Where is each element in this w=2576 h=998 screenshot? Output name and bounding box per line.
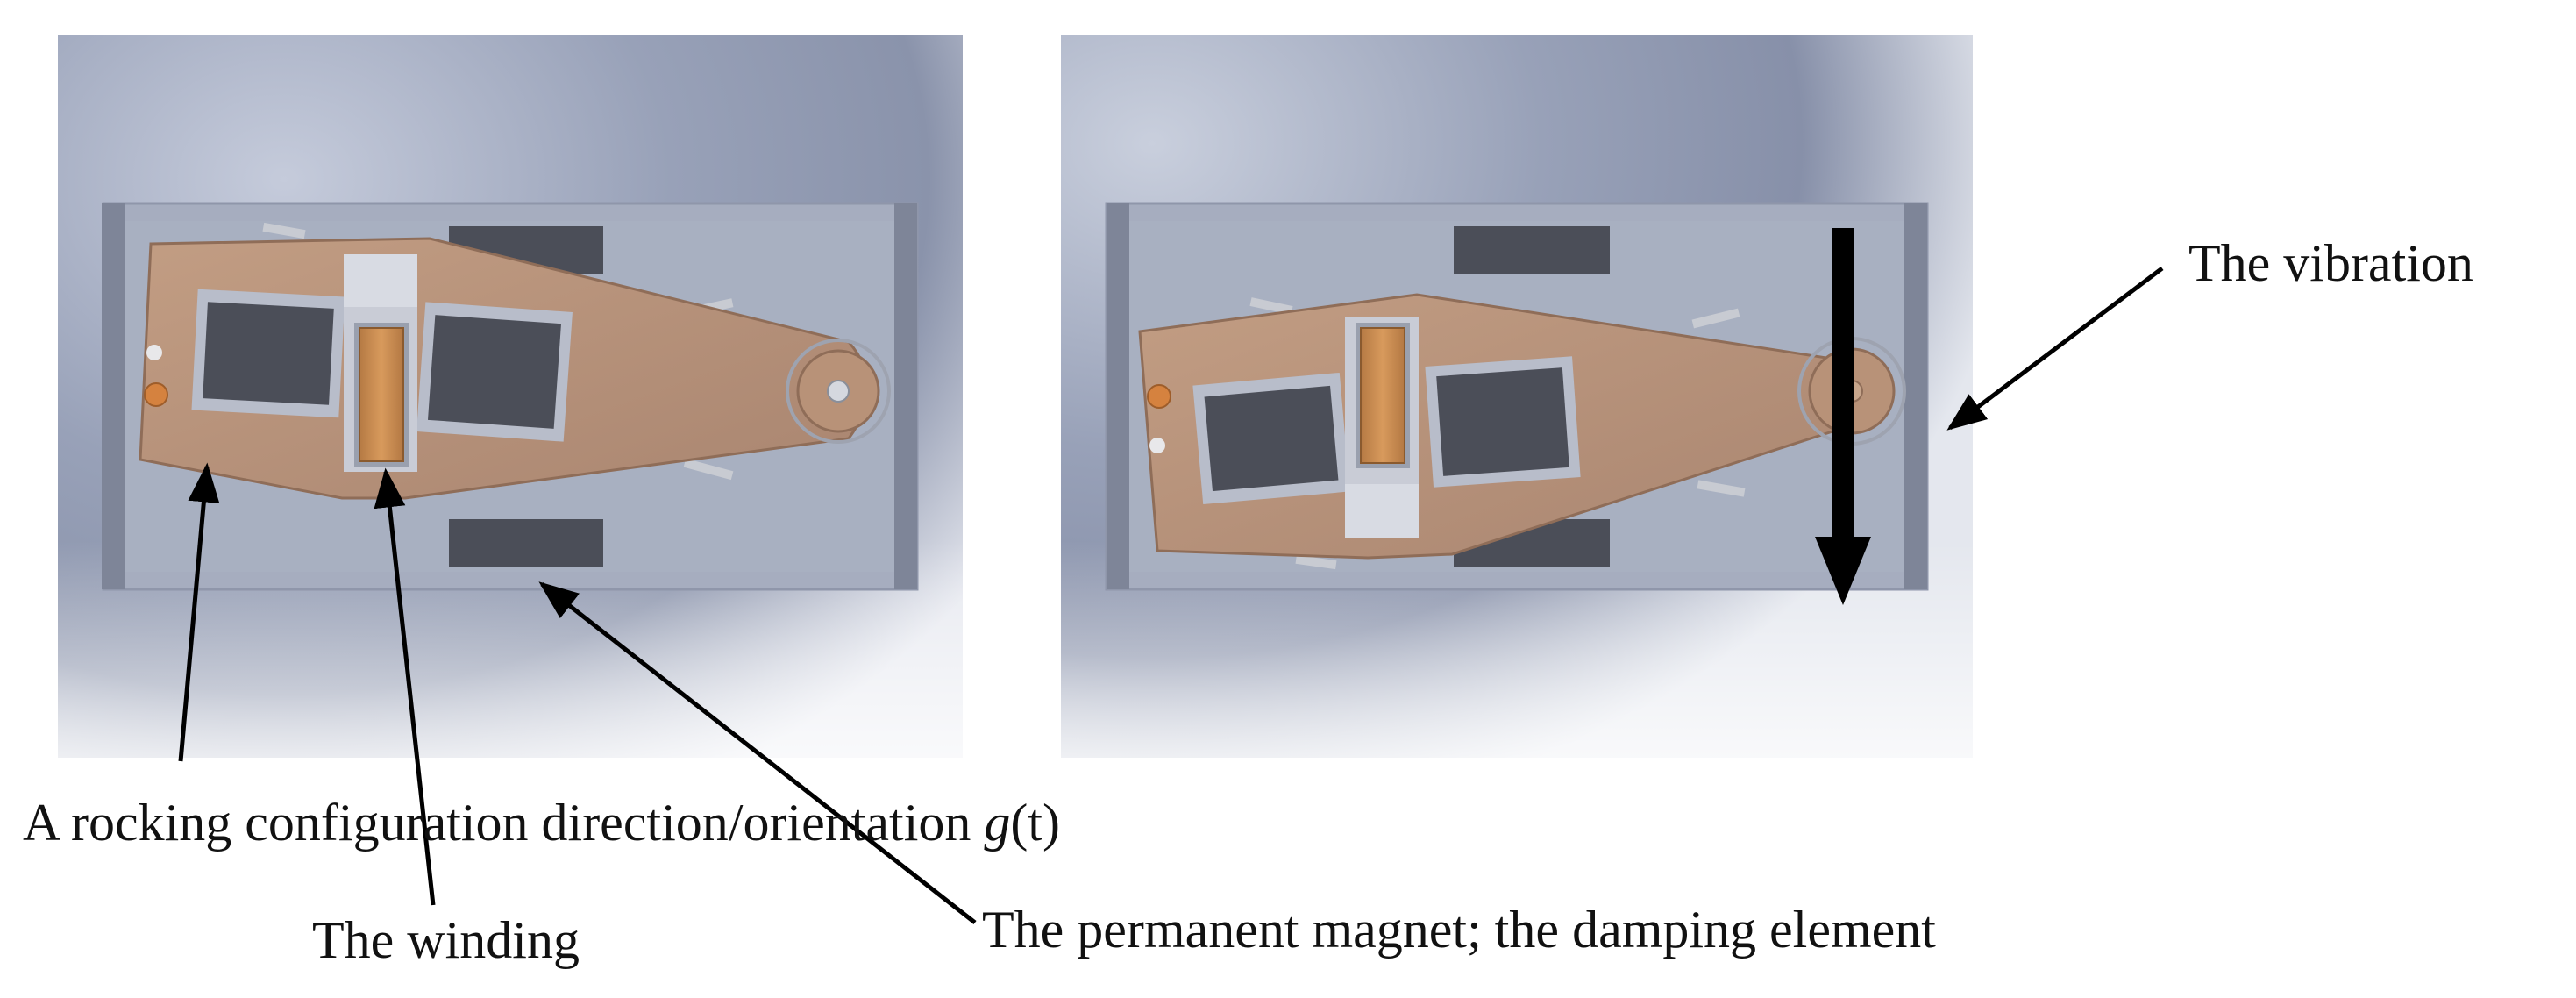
frame-rail-right-right <box>1904 203 1927 589</box>
winding-coil <box>359 327 404 462</box>
frame-rail-left-right <box>1107 203 1129 589</box>
leader-arrow-rocking <box>178 462 220 762</box>
label-rocking-orientation: A rocking configuration direction/orient… <box>23 794 1060 852</box>
frame-rail-right <box>894 203 917 589</box>
vibration-direction-arrow-icon <box>1815 228 1871 605</box>
label-winding: The winding <box>312 911 580 969</box>
left-device-panel <box>58 35 963 758</box>
label-vibration: The vibration <box>2188 234 2473 292</box>
leader-arrow-vibration <box>1946 267 2164 431</box>
rotor-magnet-right-right <box>1436 367 1569 476</box>
label-permanent-magnet: The permanent magnet; the damping elemen… <box>982 901 1936 959</box>
winding-coil-right <box>1360 327 1405 464</box>
permanent-magnet-top-right <box>1454 226 1610 274</box>
leader-arrows <box>178 267 2164 924</box>
frame-rail-left <box>102 203 125 589</box>
rotor-magnet-left <box>203 302 334 405</box>
leader-arrow-magnet <box>538 581 977 924</box>
leader-arrow-winding <box>374 467 436 906</box>
rotor-magnet-left-right <box>1204 385 1339 492</box>
right-device-panel <box>1061 35 1973 758</box>
pivot-bearing <box>786 339 891 444</box>
permanent-magnet-bottom <box>449 519 603 567</box>
rotor-magnet-right <box>427 315 562 429</box>
